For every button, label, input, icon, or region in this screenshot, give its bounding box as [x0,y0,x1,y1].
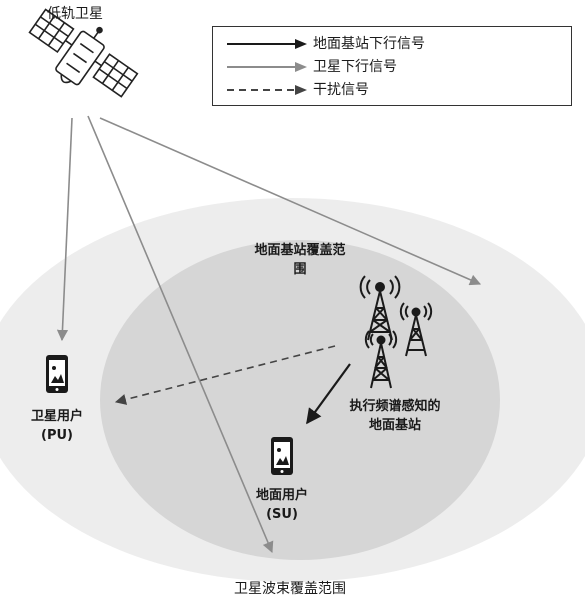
satellite-label: 低轨卫星 [47,6,103,22]
pu-phone-icon [46,355,68,393]
legend-label: 地面基站下行信号 [313,36,425,52]
satellite-signal-to-edge [99,117,482,286]
outer-area-label: 卫星波束覆盖范围 [234,581,346,597]
base-station-signal-to-su [306,363,351,425]
base-station-tower-icon [359,275,433,389]
base-station-label-line2: 地面基站 [368,418,421,433]
su-label-line2: (SU) [266,507,298,522]
legend-item-satellite-downlink: 卫星下行信号 [213,58,571,76]
su-phone-icon [271,437,293,475]
legend-solid-dark-arrow-icon [227,39,307,49]
legend: 地面基站下行信号 卫星下行信号 干扰信号 [212,26,572,106]
pu-label-line1: 卫星用户 [30,409,83,424]
legend-dashed-arrow-icon [227,85,307,95]
base-station-coverage-area [100,240,500,560]
pu-label-line2: (PU) [41,428,73,443]
satellite-signal-to-su [87,115,274,554]
su-label-line1: 地面用户 [255,488,308,503]
inner-area-label-line1: 地面基站覆盖范 [254,243,346,258]
legend-item-interference: 干扰信号 [213,81,571,99]
satellite-signal-to-pu [56,117,73,342]
legend-solid-gray-arrow-icon [227,62,307,72]
legend-label: 干扰信号 [313,82,369,98]
satellite-icon [28,8,139,98]
interference-signal [114,345,336,405]
legend-item-base-downlink: 地面基站下行信号 [213,35,571,53]
inner-area-label-line2: 围 [293,262,307,277]
base-station-label-line1: 执行频谱感知的 [349,399,441,414]
legend-label: 卫星下行信号 [313,59,397,75]
